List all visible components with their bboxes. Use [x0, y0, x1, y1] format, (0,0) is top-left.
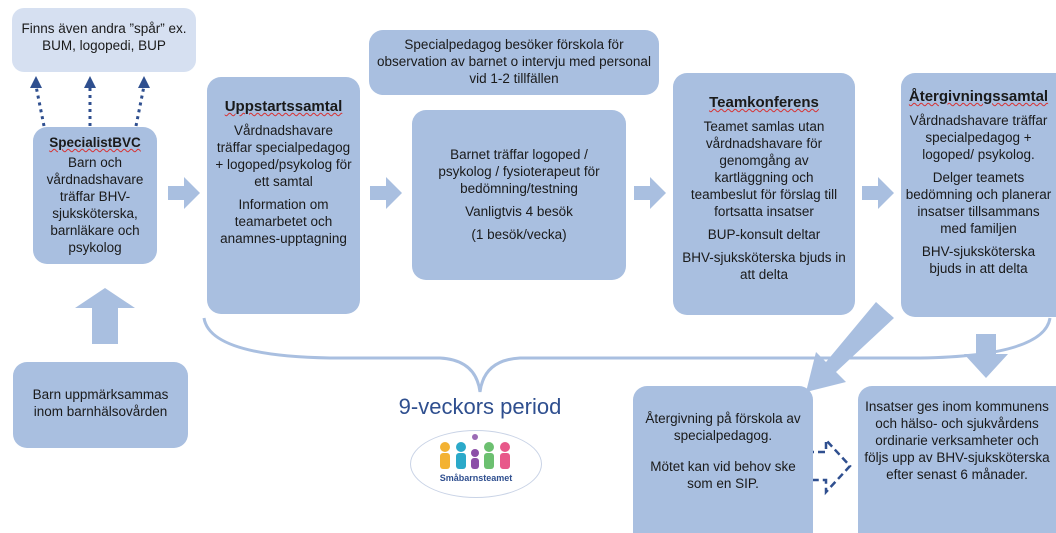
- atergivning-title: Återgivningssamtal: [905, 87, 1052, 106]
- arrow-down-to-insatser: [964, 334, 1008, 378]
- forskola-p2: Mötet kan vid behov ske som en SIP.: [650, 459, 796, 491]
- dotted-arrow-up-center: [84, 76, 96, 126]
- period-brace: [202, 317, 1052, 393]
- other-tracks-note: Finns även andra ”spår” ex. BUM, logoped…: [12, 8, 196, 72]
- arrow-diagonal-to-forskola: [806, 302, 894, 392]
- specialpedagog-note-text: Specialpedagog besöker förskola för obse…: [377, 37, 651, 86]
- dotted-arrow-up-left: [30, 76, 46, 127]
- teamkonferens-p1: Teamet samlas utan vårdnadshavare för ge…: [690, 119, 838, 219]
- uppstart-box: Uppstartssamtal Vårdnadshavare träffar s…: [207, 77, 360, 314]
- teamkonferens-title: Teamkonferens: [681, 93, 847, 112]
- atergivning-p3: BHV-sjuksköterska bjuds in att delta: [921, 244, 1036, 276]
- period-label: 9-veckors period: [398, 394, 562, 419]
- uppstart-title-text: Uppstartssamtal: [224, 98, 343, 115]
- atergivning-p1: Vårdnadshavare träffar specialpedagog + …: [909, 113, 1048, 162]
- forskola-p1: Återgivning på förskola av specialpedago…: [645, 411, 801, 443]
- teamkonferens-p2: BUP-konsult deltar: [707, 227, 821, 242]
- atergivning-box: Återgivningssamtal Vårdnadshavare träffa…: [901, 73, 1056, 317]
- uppstart-title: Uppstartssamtal: [215, 97, 352, 116]
- assessment-box: Barnet träffar logoped / psykolog / fysi…: [412, 110, 626, 280]
- arrow-right-4: [862, 177, 894, 209]
- family-figures-icon: [440, 434, 510, 469]
- teamkonferens-title-text: Teamkonferens: [709, 94, 819, 111]
- arrow-right-1: [168, 177, 200, 209]
- dotted-arrow-up-right: [134, 76, 150, 127]
- smabarnsteamet-logo: Småbarnsteamet: [410, 430, 542, 498]
- insatser-text: Insatser ges inom kommunens och hälso- o…: [864, 399, 1050, 482]
- specialist-bvc-title: SpecialistBVC: [49, 135, 141, 150]
- insatser-box: Insatser ges inom kommunens och hälso- o…: [858, 386, 1056, 533]
- arrow-right-2: [370, 177, 402, 209]
- start-box: Barn uppmärksammas inom barnhälsovården: [13, 362, 188, 448]
- forskola-box: Återgivning på förskola av specialpedago…: [633, 386, 813, 533]
- atergivning-title-text: Återgivningssamtal: [908, 88, 1049, 105]
- logo-text: Småbarnsteamet: [439, 473, 513, 483]
- uppstart-p2: Information om teamarbetet och anamnes-u…: [220, 197, 347, 246]
- uppstart-p1: Vårdnadshavare träffar specialpedagog + …: [215, 123, 352, 189]
- atergivning-p2: Delger teamets bedömning och planerar in…: [905, 170, 1052, 236]
- specialpedagog-note: Specialpedagog besöker förskola för obse…: [369, 30, 659, 95]
- assessment-p1: Barnet träffar logoped / psykolog / fysi…: [438, 147, 600, 196]
- arrow-up-to-specialist: [75, 288, 135, 344]
- assessment-p3: (1 besök/vecka): [471, 227, 567, 242]
- arrow-right-3: [634, 177, 666, 209]
- assessment-p2: Vanligtvis 4 besök: [465, 204, 573, 219]
- specialist-bvc-box: SpecialistBVC Barn och vårdnadshavare tr…: [33, 127, 157, 264]
- start-box-text: Barn uppmärksammas inom barnhälsovården: [32, 387, 169, 419]
- other-tracks-text: Finns även andra ”spår” ex. BUM, logoped…: [21, 21, 187, 53]
- specialist-bvc-text: Barn och vårdnadshavare träffar BHV-sjuk…: [46, 155, 144, 255]
- teamkonferens-p3: BHV-sjuksköterska bjuds in att delta: [682, 250, 846, 282]
- teamkonferens-box: Teamkonferens Teamet samlas utan vårdnad…: [673, 73, 855, 315]
